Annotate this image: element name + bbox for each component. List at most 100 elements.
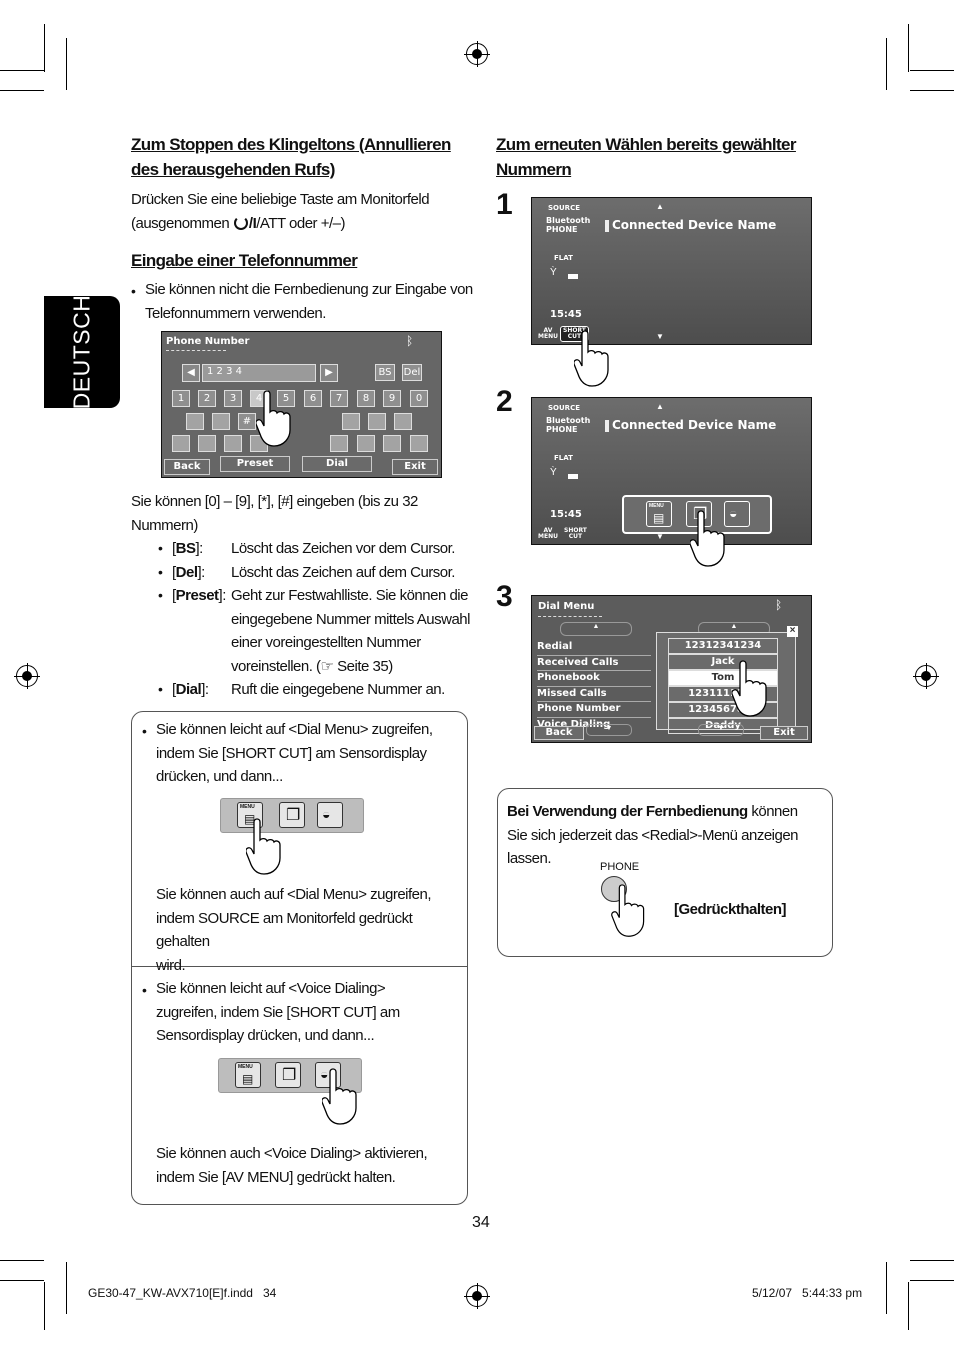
heading-line: Zum Stoppen des Klingeltons (Annullieren [131, 135, 451, 154]
digit-key[interactable]: 8 [357, 390, 375, 407]
exit-button[interactable]: Exit [392, 459, 438, 475]
dial-menu-list: Redial Received Calls Phonebook Missed C… [537, 640, 651, 732]
redial-entry[interactable]: Jack [668, 654, 778, 670]
scroll-down-button[interactable]: ▼ [586, 724, 632, 736]
copy-glyph: ❐ [286, 807, 301, 824]
blank-key[interactable] [342, 413, 360, 430]
menu-item-phone-number[interactable]: Phone Number [537, 702, 651, 718]
title-underline [538, 616, 602, 619]
dial-menu-screen: Dial Menu ᛒ ▲ ▲ Redial Received Calls Ph… [531, 595, 812, 743]
registration-mark [464, 1283, 490, 1309]
heading-redial: Zum erneuten Wählen bereits gewählter Nu… [496, 132, 836, 182]
tip-dial-menu-source: Sie können auch auf <Dial Menu> zugreife… [156, 883, 466, 977]
menu-item-redial[interactable]: Redial [537, 640, 651, 656]
number-input[interactable]: 1 2 3 4 [202, 364, 316, 382]
redial-entry[interactable]: 12312341234 [668, 638, 778, 654]
blank-key[interactable] [394, 413, 412, 430]
back-button[interactable]: Back [534, 726, 584, 740]
button-line: SHORT [563, 327, 586, 334]
tip-voice-dialing: Sie können leicht auf <Voice Dialing> zu… [156, 977, 466, 1048]
blank-key[interactable] [172, 435, 190, 452]
text-line: indem Sie [AV MENU] gedrückt halten. [156, 1168, 396, 1186]
definition-dial: • [Dial]: Ruft die eingegebene Nummer an… [158, 678, 478, 702]
del-key[interactable]: Del [402, 364, 422, 381]
blank-key[interactable] [224, 435, 242, 452]
crop-mark [0, 70, 44, 71]
copy-glyph: ❐ [282, 1067, 297, 1084]
blank-key[interactable] [330, 435, 348, 452]
text-line: Bei Verwendung der Fernbedienung können [507, 800, 827, 824]
bs-key[interactable]: BS [375, 364, 395, 381]
battery-level-icon [568, 274, 578, 279]
redial-entry[interactable]: 1231111123 [668, 686, 778, 702]
crop-mark [0, 1280, 44, 1281]
digit-key[interactable]: 5 [277, 390, 295, 407]
bullet-dot: • [158, 681, 163, 697]
definition-term: Del [175, 563, 198, 581]
blank-key[interactable] [198, 435, 216, 452]
cursor-right-button[interactable]: ▶ [320, 364, 338, 382]
digit-key[interactable]: 0 [410, 390, 428, 407]
copy-icon[interactable]: ❐ [275, 1062, 301, 1088]
scroll-down-button[interactable]: ▼ [698, 724, 744, 736]
redial-entry[interactable]: 1234567890 [668, 702, 778, 718]
flat-label: FLAT [554, 454, 573, 462]
blank-key[interactable] [357, 435, 375, 452]
dial-button[interactable]: Dial [302, 456, 372, 472]
keypad-title: Phone Number [166, 336, 250, 347]
blank-key[interactable] [383, 435, 401, 452]
source-label[interactable]: SOURCE [548, 204, 580, 212]
crop-mark [886, 1262, 887, 1314]
definition-desc: voreinstellen. (☞ Seite 35) [231, 657, 393, 675]
menu-icon-label: MENU [649, 503, 664, 509]
hand-pointer-icon [246, 818, 281, 875]
up-arrow-icon[interactable]: ▲ [656, 202, 664, 211]
cursor-left-button[interactable]: ◀ [182, 364, 200, 382]
digit-key[interactable]: 3 [224, 390, 242, 407]
back-button[interactable]: Back [164, 459, 210, 475]
digit-key[interactable]: 2 [198, 390, 216, 407]
text-line: Sensordisplay drücken, und dann... [156, 1027, 375, 1044]
down-arrow-icon[interactable]: ▼ [656, 532, 664, 541]
hash-key[interactable]: # [238, 413, 256, 430]
definition-desc: Ruft die eingegebene Nummer an. [231, 681, 445, 698]
lips-icon[interactable]: ◒ [315, 1062, 341, 1088]
digit-key[interactable]: 9 [383, 390, 401, 407]
definition-desc: Löscht das Zeichen auf dem Cursor. [231, 563, 455, 581]
source-label[interactable]: SOURCE [548, 404, 580, 412]
blank-key[interactable] [212, 413, 230, 430]
bullet-dot: • [158, 587, 163, 603]
digit-key[interactable]: 1 [172, 390, 190, 407]
blank-key[interactable] [368, 413, 386, 430]
down-arrow-icon[interactable]: ▼ [656, 332, 664, 341]
scroll-up-button[interactable]: ▲ [560, 622, 632, 636]
copy-icon[interactable]: ❐ [279, 802, 305, 828]
number-input-value: 1 2 3 4 [207, 366, 242, 377]
crop-mark [910, 1280, 954, 1281]
menu-item-received[interactable]: Received Calls [537, 656, 651, 671]
heading-line: des herausgehenden Rufs) [131, 160, 335, 179]
blank-key[interactable] [410, 435, 428, 452]
menu-item-voice-dialing[interactable]: Voice Dialing [537, 718, 611, 730]
lips-glyph: ◒ [320, 1066, 329, 1082]
menu-item-missed[interactable]: Missed Calls [537, 687, 651, 702]
digit-key[interactable]: 7 [330, 390, 348, 407]
digit-key[interactable]: 6 [304, 390, 322, 407]
lips-icon[interactable]: ◒ [724, 501, 750, 527]
menu-icon[interactable]: MENU▤ [235, 1062, 261, 1088]
bullet-dot: • [158, 563, 163, 580]
up-arrow-icon[interactable]: ▲ [656, 402, 664, 411]
lips-icon[interactable]: ◒ [317, 802, 343, 828]
step-number: 1 [496, 188, 513, 221]
blank-key[interactable] [186, 413, 204, 430]
button-line: AV [543, 327, 553, 334]
definition-del: • [Del]: Löscht das Zeichen auf dem Curs… [158, 561, 478, 585]
preset-button[interactable]: Preset [220, 456, 290, 472]
menu-icon[interactable]: MENU▤ [646, 501, 672, 527]
exit-button[interactable]: Exit [760, 726, 808, 740]
menu-item-phonebook[interactable]: Phonebook [537, 671, 651, 687]
close-icon[interactable]: × [787, 626, 798, 637]
